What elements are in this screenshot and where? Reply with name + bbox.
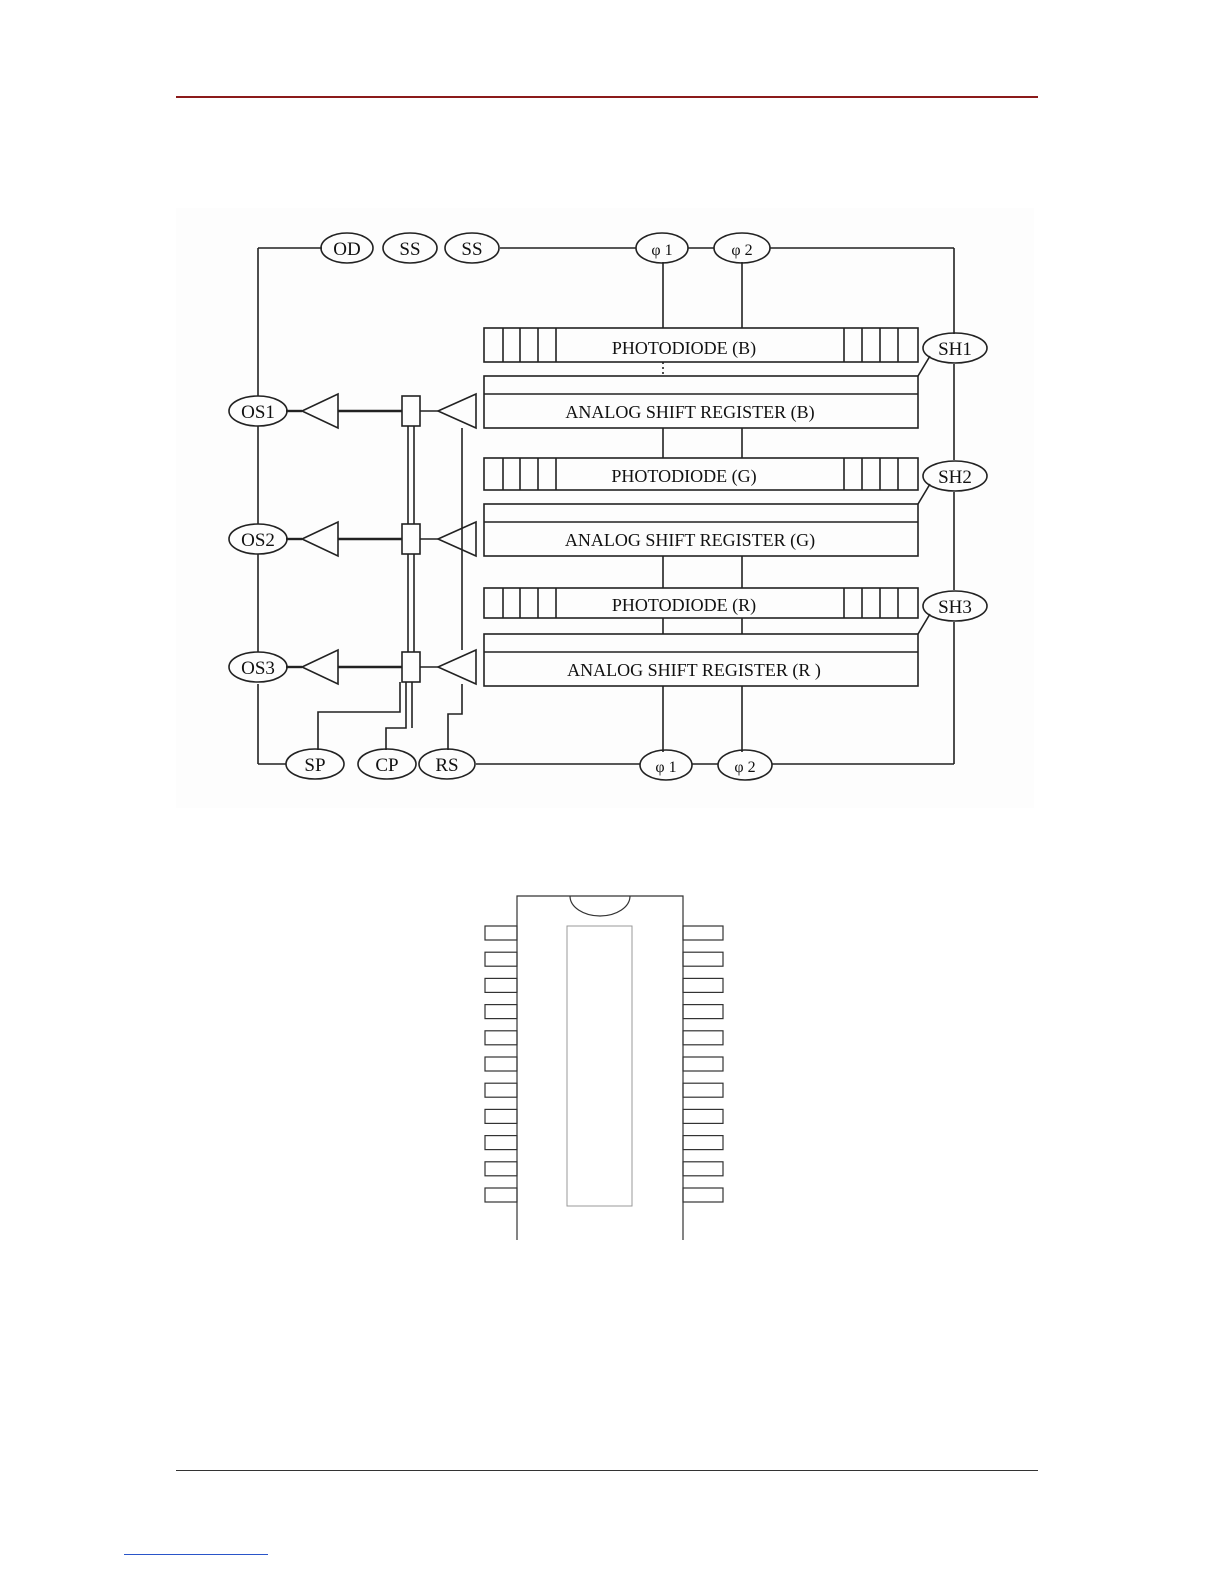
package-die-window — [567, 926, 632, 1206]
photodiode-r-label: PHOTODIODE (R) — [612, 595, 756, 616]
pin-label-os1: OS1 — [241, 402, 275, 423]
package-pin-left — [485, 1083, 517, 1097]
pin-label-cp: CP — [375, 755, 398, 776]
figure-background — [176, 208, 1034, 808]
package-pin-right — [683, 1005, 723, 1019]
pin-label-od: OD — [333, 239, 360, 260]
pin-label-phi1-bottom: φ 1 — [655, 759, 676, 776]
package-pin-right — [683, 1109, 723, 1123]
photodiode-g-label: PHOTODIODE (G) — [611, 466, 756, 487]
package-pin-left — [485, 1057, 517, 1071]
pin-label-ss-2: SS — [461, 239, 482, 260]
package-pin-left — [485, 1188, 517, 1202]
pin-label-phi2-bottom: φ 2 — [734, 759, 755, 776]
package-pin-left — [485, 1162, 517, 1176]
right-pin-row — [683, 926, 723, 1202]
package-pin-left — [485, 1109, 517, 1123]
package-pin-right — [683, 978, 723, 992]
package-pin-right — [683, 926, 723, 940]
package-pin-left — [485, 1005, 517, 1019]
pin-label-phi1-top: φ 1 — [651, 242, 672, 259]
package-pin-right — [683, 952, 723, 966]
package-pin-right — [683, 1188, 723, 1202]
photodiode-b-label: PHOTODIODE (B) — [612, 338, 756, 359]
package-pin-left — [485, 978, 517, 992]
pin-label-sh1: SH1 — [938, 339, 972, 360]
pin-label-sh3: SH3 — [938, 597, 972, 618]
package-pin-left — [485, 1031, 517, 1045]
pin-label-sp: SP — [304, 755, 325, 776]
dip-package — [485, 896, 723, 1240]
pin-label-ss-1: SS — [399, 239, 420, 260]
pin-label-os3: OS3 — [241, 658, 275, 679]
package-pin-left — [485, 926, 517, 940]
package-pin-right — [683, 1136, 723, 1150]
pin-label-rs: RS — [435, 755, 458, 776]
package-notch — [570, 896, 630, 916]
footer-link-underline[interactable] — [124, 1554, 268, 1555]
package-pin-right — [683, 1031, 723, 1045]
package-pin-right — [683, 1162, 723, 1176]
pin-label-sh2: SH2 — [938, 467, 972, 488]
package-pin-right — [683, 1083, 723, 1097]
left-pin-row — [485, 926, 517, 1202]
package-body — [517, 896, 683, 1240]
shift-register-r-label: ANALOG SHIFT REGISTER (R ) — [567, 660, 821, 681]
shift-register-b-label: ANALOG SHIFT REGISTER (B) — [565, 402, 814, 423]
pin-label-phi2-top: φ 2 — [731, 242, 752, 259]
package-pin-left — [485, 952, 517, 966]
shift-register-g-label: ANALOG SHIFT REGISTER (G) — [565, 530, 815, 551]
package-pin-right — [683, 1057, 723, 1071]
package-pin-left — [485, 1136, 517, 1150]
footer-rule — [176, 1470, 1038, 1471]
pin-label-os2: OS2 — [241, 530, 275, 551]
